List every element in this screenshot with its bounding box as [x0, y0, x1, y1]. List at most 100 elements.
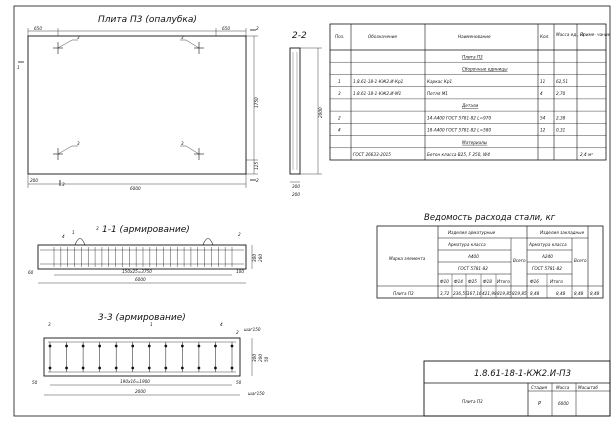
s11-label-1: 1	[72, 230, 75, 235]
rebar-dot	[65, 366, 68, 370]
steel-sub-a-4: Итого	[497, 279, 510, 284]
s33-label-2: 2	[236, 330, 239, 335]
plan-cut-bottom: 2	[256, 178, 259, 183]
s33-dim-total: 2000	[135, 389, 146, 394]
s11-dim-right-b: 260	[258, 254, 263, 262]
section22-dim-small: 200	[292, 192, 300, 197]
rebar-dot	[81, 344, 85, 348]
title-block-name: Плита П3	[462, 399, 483, 404]
spec-cell-code: ГОСТ 26633-2015	[353, 152, 391, 157]
spec-cell-name: Петля М1	[427, 91, 448, 96]
s11-dim-left: 60	[28, 270, 34, 275]
steel-grade-a: А400	[467, 254, 479, 259]
s11-dim-right-c: 100	[236, 269, 244, 274]
steel-mark-header: Марка элемента	[389, 256, 426, 261]
steel-grade-b: А240	[541, 254, 553, 259]
s33-label-4: 4	[220, 322, 223, 327]
section33-title: 3-3 (армирование)	[98, 313, 186, 323]
s11-dim-right-a: 300	[252, 254, 257, 262]
spec-cell-name: Плита П3	[462, 54, 483, 59]
rebar-dot	[98, 344, 102, 348]
spec-header-qty: Кол.	[540, 34, 550, 39]
s33-dim-inner: 190x16=1900	[120, 379, 150, 384]
steel-gost-a: ГОСТ 5781-82	[458, 266, 488, 271]
s11-label-3: 3	[96, 226, 99, 231]
steel-val-a-4: 819,85	[497, 291, 512, 296]
rebar-dot	[114, 366, 118, 370]
plan-cut-left: 1	[17, 65, 20, 70]
spec-cell-name: 14-А400 ГОСТ 5781-82 L=970	[427, 115, 491, 120]
steel-sub-a-2: Ф25	[468, 279, 477, 284]
spec-cell-qty: 4	[540, 91, 543, 96]
steel-gost-b: ГОСТ 5781-82	[532, 266, 562, 271]
spec-cell-pos: 1	[338, 79, 341, 84]
rebar-dot	[214, 366, 217, 370]
s33-note-bottom: шаг150	[248, 391, 265, 396]
spec-cell-mass: 0,31	[556, 128, 566, 133]
steel-val-b-0: 8,48	[530, 291, 540, 296]
spec-cell-name: Каркас Кр1	[427, 79, 453, 84]
rebar-dot	[214, 344, 217, 348]
plan-dim-top-left: 650	[34, 26, 42, 31]
spec-cell-qty: 54	[540, 115, 546, 120]
s11-dim-total: 6000	[135, 277, 146, 282]
plan-dim-total-width: 6000	[130, 186, 141, 191]
spec-cell-qty: 12	[540, 128, 546, 133]
plan-callout-b: 3	[181, 35, 184, 40]
title-block-col-scale: Масштаб	[578, 385, 598, 390]
steel-sub-a-0: Ф10	[440, 279, 449, 284]
spec-cell-name: Детали	[461, 103, 479, 108]
steel-table: Ведомость расхода стали, кг Марка элемен…	[376, 213, 604, 299]
rebar-dot	[48, 344, 52, 348]
spec-rows: Плита П3 Сборочные единицы 1 1.8.61-18-1-КЖ…	[330, 54, 606, 157]
plan-cut-bottom-mid: 3	[62, 182, 65, 187]
spec-cell-mass: 62,51	[556, 79, 568, 84]
rebar-dot	[180, 366, 184, 370]
spec-cell-note: 2,4 м³	[580, 152, 593, 157]
s33-dim-right-c: 50	[264, 356, 269, 362]
spec-header-pos: Поз.	[335, 34, 344, 39]
rebar-dot	[131, 344, 135, 348]
plan-cut-top: 2	[256, 26, 259, 31]
rebar-dot	[147, 366, 151, 370]
steel-class-b: Арматура класса	[528, 242, 567, 247]
spec-cell-mass: 2,70	[556, 91, 566, 96]
spec-header-mass: Масса ед., кг	[556, 32, 586, 37]
section-1-1: 1-1 (армирование) 4 1 3 2 150x25=3750 60…	[28, 225, 263, 284]
steel-sub-b-0: Ф16	[530, 279, 539, 284]
rebar-dot	[65, 344, 68, 348]
steel-val-total-b: 8,48	[574, 291, 584, 296]
rebar-dot	[197, 366, 201, 370]
s33-dim-right-a: 300	[252, 354, 257, 362]
section-2-2: 2-2 2000 300 200	[289, 31, 323, 197]
steel-title: Ведомость расхода стали, кг	[424, 213, 556, 223]
steel-sub-a-1: Ф14	[454, 279, 463, 284]
spec-cell-pos: 2	[338, 115, 341, 120]
spec-cell-name: Сборочные единицы	[462, 67, 508, 72]
title-block: 1.8.61-18-1-КЖ2.И-П3 Плита П3 Стадия Мас…	[423, 360, 611, 417]
steel-val-total-a: 819,85	[512, 291, 527, 296]
spec-cell-name: 18-А400 ГОСТ 5781-82 L=580	[427, 128, 491, 133]
s33-label-3: 3	[48, 322, 51, 327]
steel-val-total-all: 8,48	[590, 291, 600, 296]
plan-dim-top-right: 650	[222, 26, 230, 31]
spec-cell-code: 1.8.61-18-1-КЖ2.И-Кр1	[353, 79, 404, 84]
section-3-3: 3-3 (армирование) 3 1 4 2 шаг150 шаг150 …	[32, 313, 269, 396]
plan-dim-right-bottom: 125	[254, 162, 259, 170]
s33-dim-right-b: 200	[258, 354, 263, 362]
rebar-dot	[81, 366, 85, 370]
spec-header-name: Наименование	[458, 34, 491, 39]
steel-total-a: Всего	[513, 258, 526, 263]
spec-header-code: Обозначение	[368, 34, 397, 39]
rebar-dot	[98, 366, 102, 370]
steel-group-b: Изделия закладные	[540, 230, 585, 235]
spec-cell-qty: 11	[540, 79, 546, 84]
spec-cell-mass: 2,38	[556, 115, 566, 120]
section11-title: 1-1 (армирование)	[102, 225, 190, 235]
s33-label-1: 1	[150, 322, 153, 327]
steel-val-a-3: 421,98	[482, 291, 497, 296]
plan-outline	[27, 35, 247, 175]
s11-label-4: 4	[62, 234, 65, 239]
